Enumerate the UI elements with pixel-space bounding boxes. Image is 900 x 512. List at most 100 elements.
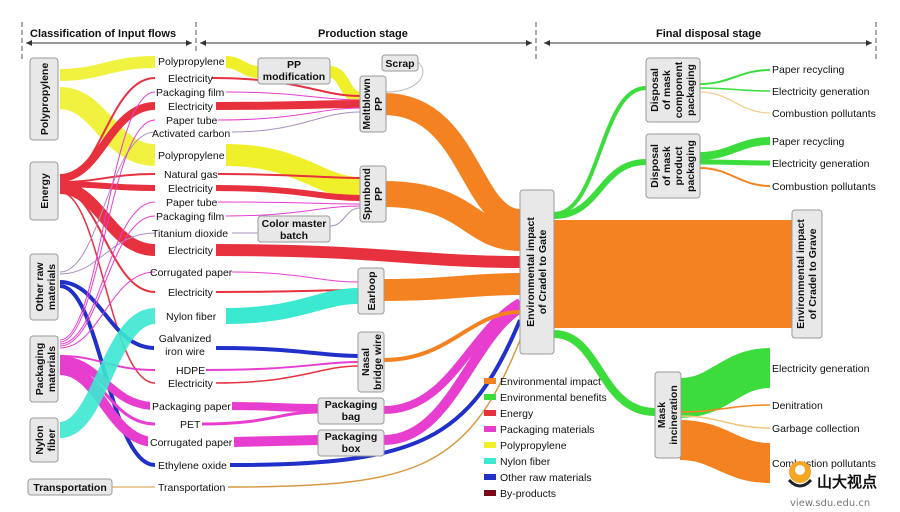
input-packaging-film-2: Packaging film xyxy=(156,211,225,223)
legend-swatch xyxy=(484,394,496,400)
process-nasal-bridge-wire xyxy=(357,331,385,393)
input-natural-gas: Natural gas xyxy=(164,169,218,181)
legend-swatch xyxy=(484,442,496,448)
category-energy-label: Energy xyxy=(39,173,51,209)
output-electricity-generation-1: Electricity generation xyxy=(772,86,870,98)
process-disposal-component-label: Disposalof maskcomponentpackaging xyxy=(649,61,697,118)
process-packaging-box xyxy=(317,429,385,457)
legend-swatch xyxy=(484,490,496,496)
process-mask-incineration xyxy=(654,371,682,459)
process-scrap xyxy=(381,54,419,72)
stage-header: Classification of Input flows Production… xyxy=(21,22,877,60)
watermark-name: 山大视点 xyxy=(817,473,877,491)
output-paper-recycling-1: Paper recycling xyxy=(772,64,845,76)
input-polypropylene-1: Polypropylene xyxy=(158,56,225,68)
process-scrap-label: Scrap xyxy=(385,58,414,70)
category-transportation xyxy=(27,478,113,496)
input-ethylene-oxide: Ethylene oxide xyxy=(158,460,227,472)
input-paper-tube-2: Paper tube xyxy=(166,197,218,209)
input-pet: PET xyxy=(180,419,201,431)
input-electricity-6: Electricity xyxy=(168,378,214,390)
legend-swatch xyxy=(484,458,496,464)
input-polypropylene-2: Polypropylene xyxy=(158,150,225,162)
output-combustion-pollutants-2: Combustion pollutants xyxy=(772,181,876,193)
legend-label: Polypropylene xyxy=(500,440,567,452)
process-earloop-label: Earloop xyxy=(366,271,378,310)
process-cradle-to-grave-label: Environmental impactof Cradel to Grave xyxy=(795,219,819,329)
input-labels: Polypropylene Electricity Packaging film… xyxy=(148,54,234,494)
input-corrugated-paper-1: Corrugated paper xyxy=(150,267,233,279)
process-disposal-product-packaging xyxy=(645,133,701,199)
output-garbage-collection: Garbage collection xyxy=(772,423,860,435)
process-color-master-batch xyxy=(257,215,331,243)
category-packaging xyxy=(29,335,59,403)
output-electricity-generation-2: Electricity generation xyxy=(772,158,870,170)
category-nylon-label: Nylonfiber xyxy=(34,425,58,454)
header-production-stage: Production stage xyxy=(318,28,408,40)
process-spunbond-label: SpunbondPP xyxy=(361,168,385,220)
input-hdpe: HDPE xyxy=(176,365,205,377)
watermark: 山大视点 view.sdu.edu.cn xyxy=(787,461,877,509)
process-disposal-product-label: Disposalof maskproductpackaging xyxy=(649,140,697,192)
legend-label: Energy xyxy=(500,408,534,420)
input-paper-tube-1: Paper tube xyxy=(166,115,218,127)
process-cradle-to-gate-label: Environmental impactof Cradel to Gate xyxy=(525,217,549,327)
legend-label: Environmental benefits xyxy=(500,392,607,404)
process-pp-modification xyxy=(257,57,331,85)
category-other-raw-label: Other rawmaterials xyxy=(34,262,58,312)
legend-label: By-products xyxy=(500,488,556,500)
category-nylon xyxy=(29,417,59,463)
process-meltblown xyxy=(359,75,387,133)
process-nasal-bridge-wire-label: Nasalbridge wire xyxy=(360,334,384,390)
legend-label: Environmental impact xyxy=(500,376,601,388)
input-electricity-3: Electricity xyxy=(168,183,214,195)
category-polypropylene-label: Polypropylene xyxy=(39,63,51,136)
category-other-raw xyxy=(29,253,59,321)
category-polypropylene xyxy=(29,57,59,141)
legend-label: Packaging materials xyxy=(500,424,595,436)
output-combustion-pollutants-3: Combustion pollutants xyxy=(772,458,876,470)
category-boxes: Polypropylene Energy Other rawmaterials … xyxy=(27,57,113,496)
flow-links xyxy=(58,56,792,488)
input-electricity-4: Electricity xyxy=(168,245,214,257)
legend-swatch xyxy=(484,378,496,384)
input-packaging-paper: Packaging paper xyxy=(152,401,231,413)
input-electricity-2: Electricity xyxy=(168,101,214,113)
input-electricity-5: Electricity xyxy=(168,287,214,299)
category-energy xyxy=(29,161,59,221)
process-disposal-component-packaging xyxy=(645,57,701,123)
input-titanium-dioxide: Titanium dioxide xyxy=(152,228,228,240)
header-final-disposal: Final disposal stage xyxy=(656,28,761,40)
input-activated-carbon: Activated carbon xyxy=(152,128,230,140)
input-nylon-fiber: Nylon fiber xyxy=(166,311,217,323)
output-electricity-generation-3: Electricity generation xyxy=(772,363,870,375)
category-packaging-label: Packagingmaterials xyxy=(34,343,58,396)
process-spunbond xyxy=(359,165,387,223)
input-transportation: Transportation xyxy=(158,482,225,494)
category-transportation-label: Transportation xyxy=(33,482,107,494)
legend-swatch xyxy=(484,426,496,432)
output-combustion-pollutants-1: Combustion pollutants xyxy=(772,108,876,120)
input-corrugated-paper-2: Corrugated paper xyxy=(150,437,233,449)
legend-swatch xyxy=(484,410,496,416)
legend-swatch xyxy=(484,474,496,480)
output-labels: Paper recycling Electricity generation C… xyxy=(772,64,876,470)
output-denitration: Denitration xyxy=(772,400,823,412)
process-cradle-to-grave xyxy=(791,209,823,339)
watermark-url: view.sdu.edu.cn xyxy=(790,498,870,509)
process-meltblown-label: MeltblownPP xyxy=(361,78,385,129)
input-packaging-film-1: Packaging film xyxy=(156,87,225,99)
legend-label: Other raw materials xyxy=(500,472,592,484)
legend-label: Nylon fiber xyxy=(500,456,551,468)
process-cradle-to-gate xyxy=(519,189,555,355)
process-mask-incineration-label: Maskincineration xyxy=(656,385,680,445)
process-earloop xyxy=(357,267,385,315)
